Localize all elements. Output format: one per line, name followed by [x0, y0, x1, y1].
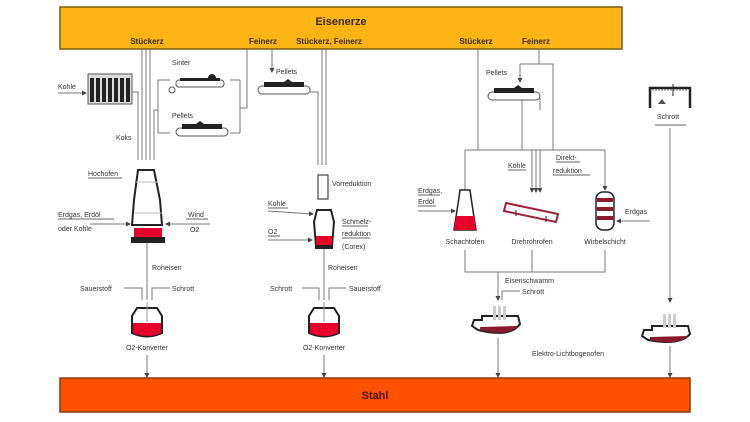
rotary-kiln-label: Drehrohrofen	[511, 239, 552, 246]
fluidized-bed-label: Wirbelschicht	[584, 239, 626, 246]
sinter-label: Sinter	[172, 60, 191, 67]
coal-input-label: Kohle	[58, 84, 76, 91]
rotary-kiln-icon	[502, 201, 560, 224]
fuel-input-label-line1: Erdgas, Erdöl	[58, 212, 101, 219]
direct-reduction-label-line2: reduktion	[553, 168, 582, 175]
pelletizing-machine-icon-corex	[257, 79, 311, 95]
steel-bar: Stahl	[59, 377, 691, 413]
pig-iron-label-corex: Roheisen	[328, 265, 358, 272]
smelting-reduction-label-line2: reduktion	[342, 231, 371, 238]
iron-ore-bar: Eisenerze Stückerz Feinerz Stückerz, Fei…	[59, 6, 623, 50]
o2-converter-label-2: O2-Konverter	[303, 345, 346, 352]
route-scrap: Schrott	[640, 84, 692, 378]
fuel-label-dri-line2: Erdöl	[418, 199, 435, 206]
blast-furnace-icon	[130, 169, 165, 243]
blast-furnace-label: Hochofen	[88, 171, 118, 178]
coal-label-dri: Kohle	[508, 163, 526, 170]
oxygen-input-label-corex: Sauerstoff	[349, 286, 381, 293]
coke-oven-icon	[87, 73, 133, 105]
ore-output-fine-ore-1: Feinerz	[249, 37, 277, 46]
ore-output-fine-ore-2: Feinerz	[522, 37, 550, 46]
electric-arc-furnace-icon-1	[470, 306, 522, 334]
fluidized-bed-reactor-icon	[595, 191, 615, 231]
scrap-label: Schrott	[657, 114, 679, 121]
shaft-furnace-icon	[453, 189, 477, 231]
ore-output-lump-ore-1: Stückerz	[130, 37, 163, 46]
fuel-input-label-line2: oder Kohle	[58, 226, 92, 233]
fuel-label-dri-line1: Erdgas,	[418, 188, 442, 195]
smelting-reduction-label-line3: (Corex)	[342, 244, 365, 251]
pelletizing-machine-icon-dri	[487, 85, 541, 101]
o2-converter-label-1: O2-Konverter	[126, 345, 169, 352]
pellets-label-corex: Pellets	[276, 69, 298, 76]
wind-label: Wind	[188, 212, 204, 219]
oxygen-input-label: Sauerstoff	[80, 286, 112, 293]
scrap-yard-crane-icon	[648, 84, 692, 108]
sinter-machine-icon	[168, 74, 225, 94]
scrap-label-dri: Schrott	[522, 289, 544, 296]
route-smelting-reduction: Pellets Vorreduktion Kohle O2 Schmelz- r…	[257, 49, 381, 378]
ore-output-lump-ore-2: Stückerz	[459, 37, 492, 46]
melter-gasifier-icon	[312, 209, 336, 249]
natural-gas-label: Erdgas	[625, 209, 648, 216]
route-blast-furnace: Kohle Koks Sinter Pellets Hochofen	[58, 49, 248, 378]
steel-title: Stahl	[362, 390, 389, 402]
shaft-furnace-label: Schachtofen	[446, 239, 485, 246]
electric-arc-furnace-icon-2	[640, 314, 692, 343]
smelting-reduction-label-line1: Schmelz-	[342, 219, 372, 226]
prereduction-shaft-icon	[317, 174, 329, 200]
sponge-iron-label: Eisenschwamm	[505, 278, 554, 285]
route-direct-reduction: Pellets Kohle Direkt- reduktion Erdgas, …	[418, 49, 650, 378]
oxygen-label-corex: O2	[268, 229, 277, 236]
pig-iron-label: Roheisen	[152, 265, 182, 272]
oxygen-label: O2	[190, 227, 199, 234]
prereduction-label: Vorreduktion	[332, 181, 371, 188]
scrap-input-label: Schrott	[172, 286, 194, 293]
pellets-label: Pellets	[172, 113, 194, 120]
iron-ore-title: Eisenerze	[315, 16, 366, 28]
coke-label: Koks	[116, 135, 132, 142]
direct-reduction-label-line1: Direkt-	[556, 155, 577, 162]
pelletizing-machine-icon	[175, 121, 229, 137]
eaf-label: Elektro-Lichtbogenofen	[532, 351, 604, 358]
o2-converter-icon-1	[131, 302, 163, 338]
pellets-label-dri: Pellets	[486, 70, 508, 77]
o2-converter-icon-2	[308, 302, 340, 338]
ore-output-lump-fine-ore: Stückerz, Feinerz	[296, 37, 362, 46]
scrap-input-label-corex: Schrott	[270, 286, 292, 293]
coal-label-corex: Kohle	[268, 201, 286, 208]
